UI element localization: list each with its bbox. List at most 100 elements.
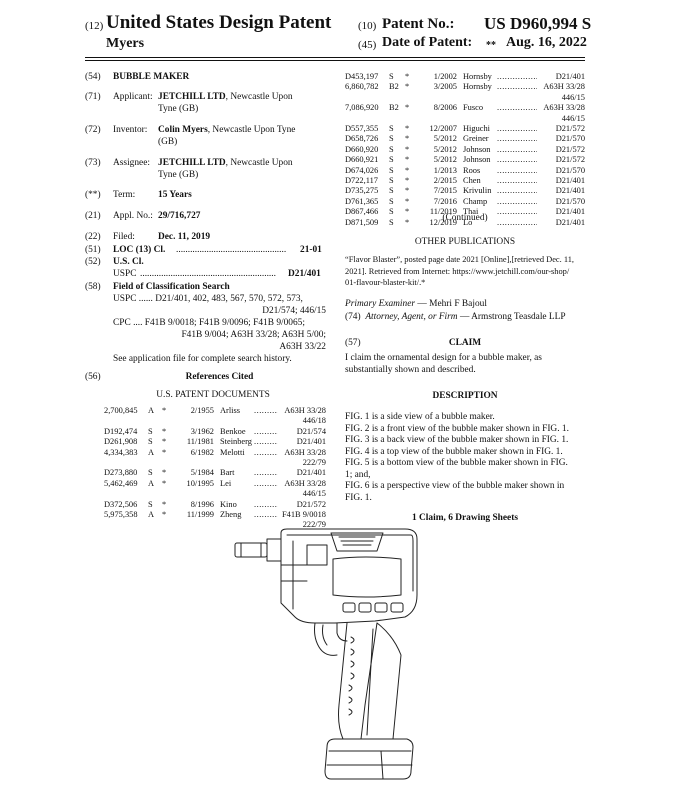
citation-kind: A (148, 510, 155, 519)
citation-class-continuation: 446/15 (561, 113, 585, 123)
type-code: (12) (85, 20, 104, 32)
citation-kind: S (389, 155, 394, 165)
description-heading: DESCRIPTION (432, 391, 498, 401)
field-uspc-line2: D21/574; 446/15 (262, 306, 326, 316)
citation-row: 4,334,383A*6/1982Melotti................… (104, 447, 326, 458)
citation-kind: S (389, 144, 394, 154)
citation-class: D21/572 (294, 499, 326, 510)
citation-leader-dots: ........................................… (497, 72, 537, 81)
field-note: See application file for complete search… (113, 354, 292, 364)
field-cpc-line1: CPC .... F41B 9/0018; F41B 9/0096; F41B … (113, 318, 305, 328)
citation-class: A63H 33/28 (282, 447, 326, 458)
citation-date: 2/2015 (433, 176, 457, 185)
citation-date: 5/2012 (433, 155, 457, 165)
uspc-leader-dots: ........................................… (140, 269, 276, 279)
citation-leader-dots: ........................................… (254, 437, 278, 447)
citation-leader-dots: ........................................… (254, 499, 278, 509)
citation-number: 4,334,383 (104, 447, 138, 457)
citation-star: * (162, 468, 167, 478)
citation-leader-dots: ........................................… (254, 468, 278, 478)
filed-code: (22) (85, 232, 101, 242)
citation-row: 5,975,358A*11/1999Zheng.................… (104, 510, 326, 521)
invention-title: BUBBLE MAKER (113, 72, 190, 82)
citation-star: * (405, 82, 410, 92)
citation-leader-dots: ........................................… (497, 155, 537, 165)
citation-leader-dots: ........................................… (254, 406, 278, 415)
citation-number: 2,700,845 (104, 406, 138, 415)
citation-kind: S (148, 426, 153, 436)
citation-star: * (405, 134, 410, 144)
field-label: Field of Classification Search (113, 282, 230, 292)
description-line: FIG. 6 is a perspective view of the bubb… (345, 481, 565, 491)
grip-drawing (338, 622, 402, 740)
body-drawing (280, 528, 418, 624)
appl-label: Appl. No.: (113, 211, 153, 221)
citation-number: D871,509 (345, 217, 379, 227)
description-line: FIG. 3 is a back view of the bubble make… (345, 435, 569, 445)
field-uspc-line1: USPC ...... D21/401, 402, 483, 567, 570,… (113, 294, 303, 304)
citation-number: D722,117 (345, 176, 378, 185)
references-cited-heading: References Cited (185, 372, 254, 382)
citation-date: 1/2002 (433, 72, 457, 81)
date-code: (45) (358, 39, 377, 51)
patent-no-label: Patent No.: (382, 16, 455, 32)
citation-kind: S (389, 72, 394, 81)
citation-row: D761,365S*7/2016Champ...................… (345, 196, 585, 208)
citation-kind: B2 (389, 103, 399, 113)
inventor-location: , Newcastle Upon Tyne (207, 125, 296, 135)
citation-date: 8/2006 (433, 103, 457, 113)
citation-kind: S (389, 217, 394, 227)
assignee-location: , Newcastle Upon (225, 158, 293, 168)
citation-date: 5/2012 (433, 144, 457, 154)
inventor-name: Colin Myers (158, 125, 208, 135)
citation-leader-dots: ........................................… (497, 124, 537, 133)
citation-date: 1/2013 (433, 165, 457, 175)
citation-inventor: Thai (463, 207, 479, 217)
citation-inventor: Roos (463, 165, 481, 175)
citation-star: * (405, 207, 410, 217)
citation-row: D372,506S*8/1996Kino....................… (104, 499, 326, 510)
citation-inventor: Champ (463, 196, 488, 206)
loc-leader-dots: ........................................… (176, 245, 287, 255)
applicant: JETCHILL LTD, Newcastle Upon (158, 91, 293, 103)
inventor: Colin Myers, Newcastle Upon Tyne (158, 124, 295, 136)
trigger-drawing (314, 622, 348, 656)
inventor-short-name: Myers (106, 36, 145, 51)
other-publication-line: “Flavor Blaster”, posted page date 2021 … (345, 255, 574, 264)
citation-date: 11/2019 (429, 207, 457, 217)
uscl-code: (52) (85, 257, 101, 267)
loc-label: LOC (13) Cl. (113, 245, 166, 255)
citation-date: 7/2015 (433, 186, 457, 196)
citation-date: 12/2007 (429, 124, 457, 133)
attorney-code: (74) (345, 312, 361, 322)
citation-row: D192,474S*3/1962Benkoe..................… (104, 426, 326, 438)
citation-class: A63H 33/28 (282, 406, 326, 417)
title-code: (54) (85, 72, 101, 82)
other-publication-line: 01-flavour-blaster-kit/.* (345, 278, 426, 287)
refs-code: (56) (85, 372, 101, 382)
citation-kind: A (148, 447, 155, 457)
citation-kind: S (389, 186, 394, 196)
citation-date: 5/1984 (190, 468, 214, 478)
inventor-label: Inventor: (113, 125, 148, 135)
citation-row: 2,700,845A*2/1955Arliss.................… (104, 406, 326, 417)
citation-kind: S (389, 207, 394, 217)
citation-inventor: Chen (463, 176, 481, 185)
field-cpc-line3: A63H 33/22 (279, 342, 326, 352)
header-divider-top (85, 57, 585, 58)
citation-date: 2/1955 (190, 406, 214, 415)
citation-leader-dots: ........................................… (497, 176, 537, 185)
term-value: 15 Years (158, 190, 192, 200)
citation-date: 11/1999 (186, 510, 214, 519)
citation-kind: A (148, 478, 155, 488)
citation-row: D658,726S*5/2012Greiner.................… (345, 134, 585, 145)
citation-row: D273,880S*5/1984Bart....................… (104, 468, 326, 479)
citation-number: D192,474 (104, 426, 138, 436)
citation-row: D660,920S*5/2012Johnson.................… (345, 144, 585, 156)
examiner-name: — Mehri F Bajoul (415, 299, 487, 309)
citation-class: D21/574 (294, 426, 326, 438)
citation-inventor: Lei (220, 478, 232, 488)
citation-inventor: Hornsby (463, 82, 492, 92)
citation-inventor: Hornsby (463, 72, 492, 81)
citation-star: * (405, 155, 410, 165)
